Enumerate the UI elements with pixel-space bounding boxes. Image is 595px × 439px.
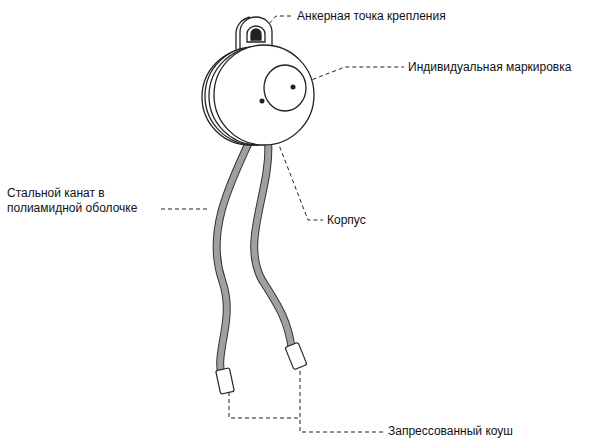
leader-line — [300, 364, 384, 432]
leader-line — [161, 209, 210, 210]
part-label: Корпус — [327, 213, 366, 228]
leader-line — [229, 392, 300, 418]
part-label: Индивидуальная маркировка — [408, 60, 571, 75]
steel-rope — [217, 140, 292, 378]
part-label: Запрессованный коуш — [388, 424, 513, 439]
housing — [202, 45, 314, 145]
leader-lines — [161, 16, 404, 432]
marking-area — [264, 65, 306, 111]
part-label: Стальной канат в полиамидной оболочке — [7, 186, 157, 216]
part-label: Анкерная точка крепления — [297, 9, 446, 24]
ferrule — [216, 342, 307, 394]
